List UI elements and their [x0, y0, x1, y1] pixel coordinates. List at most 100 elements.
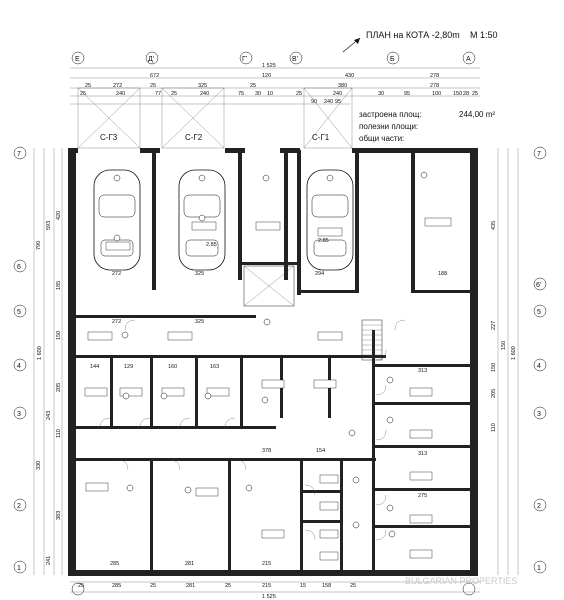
- axis-marker-a: [462, 51, 476, 65]
- axis-marker-v: [289, 51, 303, 65]
- dim-top-430: 430: [345, 73, 354, 79]
- dim-left-part: 185: [56, 281, 62, 290]
- axis-label-b: Б: [390, 56, 395, 63]
- room-dim: 294: [315, 271, 324, 277]
- watermark-text: BULGARIAN PROPERTIES: [405, 576, 517, 586]
- dim-top-278: 278: [430, 73, 439, 79]
- axis-label-v: В': [292, 56, 298, 63]
- axis-row-right-6: 6': [536, 282, 541, 289]
- axis-label-a: А: [466, 56, 471, 63]
- garage-label-2: С-Г2: [185, 133, 203, 142]
- dim-top-row3: 25: [296, 91, 302, 97]
- axis-label-d: Д': [148, 56, 154, 63]
- dim-top-row4: 240: [324, 99, 333, 105]
- dim-right-part: 150: [501, 341, 507, 350]
- top-dimension-lines: 1 525 672 120 430 278 25 272 25 325 25 3…: [70, 63, 480, 105]
- room-dim: 215: [262, 561, 271, 567]
- dim-right-overall: 1 600: [511, 346, 517, 360]
- dim-top-row3: 240: [200, 91, 209, 97]
- right-axis-markers: 7 6' 5 4 3 2 1: [533, 146, 547, 574]
- dim-top-row3: 10: [267, 91, 273, 97]
- car-icon: [306, 169, 354, 271]
- axis-row-right-1: 1: [537, 565, 541, 572]
- useful-area-label: полезни площи:: [359, 122, 418, 131]
- dim-top-row3: 95: [404, 91, 410, 97]
- room-dim: 378: [262, 448, 271, 454]
- dim-right-part: 435: [491, 221, 497, 230]
- dim-bottom-overall: 1 525: [262, 594, 276, 600]
- room-dim: 188: [438, 271, 447, 277]
- door-swings: [99, 319, 406, 541]
- dim-left-part: 205: [56, 383, 62, 392]
- axis-row-right-4: 4: [537, 363, 541, 370]
- room-dim: 129: [124, 364, 133, 370]
- axis-row-2: 2: [17, 503, 21, 510]
- room-dim: 313: [418, 368, 427, 374]
- axis-row-4: 4: [17, 363, 21, 370]
- dim-top-row2: 272: [113, 83, 122, 89]
- bottom-dimension-lines: 25 285 25 281 25 215 15 158 25 1 525: [70, 581, 480, 600]
- dim-top-672: 672: [150, 73, 159, 79]
- dim-top-row3: 100: [432, 91, 441, 97]
- dim-top-row3: 28: [463, 91, 469, 97]
- dim-top-row2: 25: [85, 83, 91, 89]
- dim-bottom: 215: [262, 583, 271, 589]
- dim-bottom: 285: [112, 583, 121, 589]
- dim-top-row2: 25: [150, 83, 156, 89]
- axis-marker-g: [239, 51, 253, 65]
- axis-label-e: Е: [75, 56, 80, 63]
- dim-left-part: 241: [46, 556, 52, 565]
- axis-row-7: 7: [17, 151, 21, 158]
- dim-top-row3: 25: [472, 91, 478, 97]
- room-dim: 325: [195, 271, 204, 277]
- dim-top-row3: 30: [378, 91, 384, 97]
- dim-left-part: 593: [46, 221, 52, 230]
- axis-row-6: 6: [17, 264, 21, 271]
- room-dim: 272: [112, 271, 121, 277]
- dim-bottom: 25: [150, 583, 156, 589]
- room-dim: 160: [168, 364, 177, 370]
- dim-top-row2: 380: [338, 83, 347, 89]
- dim-left-part: 330: [36, 461, 42, 470]
- dim-top-row3: 75: [238, 91, 244, 97]
- dim-top-row3: 240: [333, 91, 342, 97]
- axis-row-right-7: 7: [537, 151, 541, 158]
- dim-top-row2: 25: [250, 83, 256, 89]
- dim-top-row2: 325: [198, 83, 207, 89]
- left-axis-markers: 7 6 5 4 3 2 1: [13, 146, 27, 574]
- garage-inner-dim: 2.85: [318, 238, 329, 244]
- dim-left-overall: 1 600: [37, 346, 43, 360]
- dim-left-part: 243: [46, 411, 52, 420]
- dim-bottom: 25: [78, 583, 84, 589]
- stair-region: [243, 265, 383, 361]
- axis-row-1: 1: [17, 565, 21, 572]
- plan-scale: М 1:50: [470, 30, 498, 40]
- dim-top-row3: 25: [80, 91, 86, 97]
- axis-marker-d: [145, 51, 159, 65]
- axis-marker-e: [71, 51, 85, 65]
- room-dim: 144: [90, 364, 99, 370]
- room-tags: [84, 217, 452, 561]
- top-axis-markers: Е Д' Г' В' Б А: [71, 51, 476, 65]
- garage-label-1: С-Г1: [312, 133, 330, 142]
- dim-bottom: 15: [300, 583, 306, 589]
- dim-left-part: 790: [36, 241, 42, 250]
- dim-left-part: 383: [56, 511, 62, 520]
- built-area-value: 244,00 m²: [459, 110, 495, 119]
- dim-top-row4: 95: [335, 99, 341, 105]
- room-dim: 272: [112, 319, 121, 325]
- dim-bottom: 25: [225, 583, 231, 589]
- room-markers: [113, 171, 428, 538]
- dim-bottom: 25: [350, 583, 356, 589]
- room-dim: 281: [185, 561, 194, 567]
- left-dimension-lines: 1 600 420 593 790 185 150 205 243 110 33…: [33, 148, 63, 575]
- common-area-label: общи части:: [359, 134, 404, 143]
- dim-right-part: 227: [491, 321, 497, 330]
- dim-bottom: 158: [322, 583, 331, 589]
- dim-top-row3: 25: [171, 91, 177, 97]
- garage-inner-dim: 2.85: [206, 242, 217, 248]
- dim-right-part: 205: [491, 389, 497, 398]
- axis-row-right-2: 2: [537, 503, 541, 510]
- outer-walls: [68, 148, 478, 576]
